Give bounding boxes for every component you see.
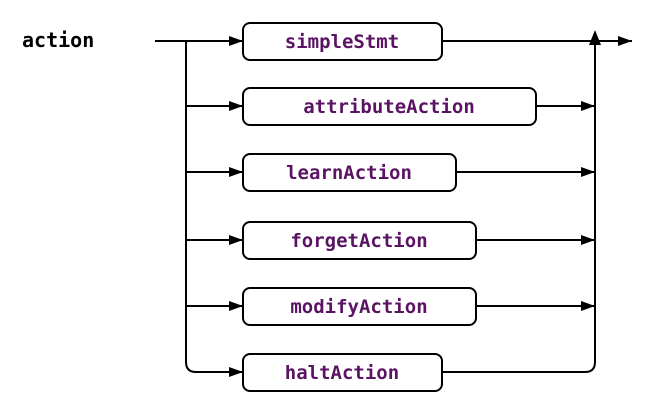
branch-out-arrow [581,235,595,245]
nonterminal-label: haltAction [285,362,399,384]
nonterminal-label: forgetAction [290,230,427,252]
alternative-attribute-action: attributeAction [186,87,595,126]
nonterminal-label: attributeAction [303,96,475,118]
nonterminal-label: simpleStmt [285,31,399,53]
branch-out-arrow [581,301,595,311]
alternative-modify-action: modifyAction [186,287,595,326]
branch-in-arrow [229,367,243,377]
branch-in-arrow [229,101,243,111]
nonterminal-label: modifyAction [290,296,427,318]
merge-up-arrow [589,30,601,45]
branch-out-arrow [581,167,595,177]
branch-in-arrow [229,235,243,245]
exit-arrow [618,36,632,46]
left-branch-trunk [185,41,243,373]
rule-name: action [22,28,94,52]
alternative-forget-action: forgetAction [186,221,595,260]
right-merge-trunk [442,43,596,373]
nonterminal-label: learnAction [286,162,412,184]
alternative-learn-action: learnAction [186,153,595,192]
nonterminal-box[interactable] [242,353,443,392]
branch-in-arrow [229,167,243,177]
alternative-simple-stmt: simpleStmt [242,22,443,61]
branch-out-arrow [581,101,595,111]
nonterminal-box[interactable] [242,22,443,61]
entry-arrow [229,36,243,46]
alternative-halt-action: haltAction [229,353,443,392]
branch-in-arrow [229,301,243,311]
